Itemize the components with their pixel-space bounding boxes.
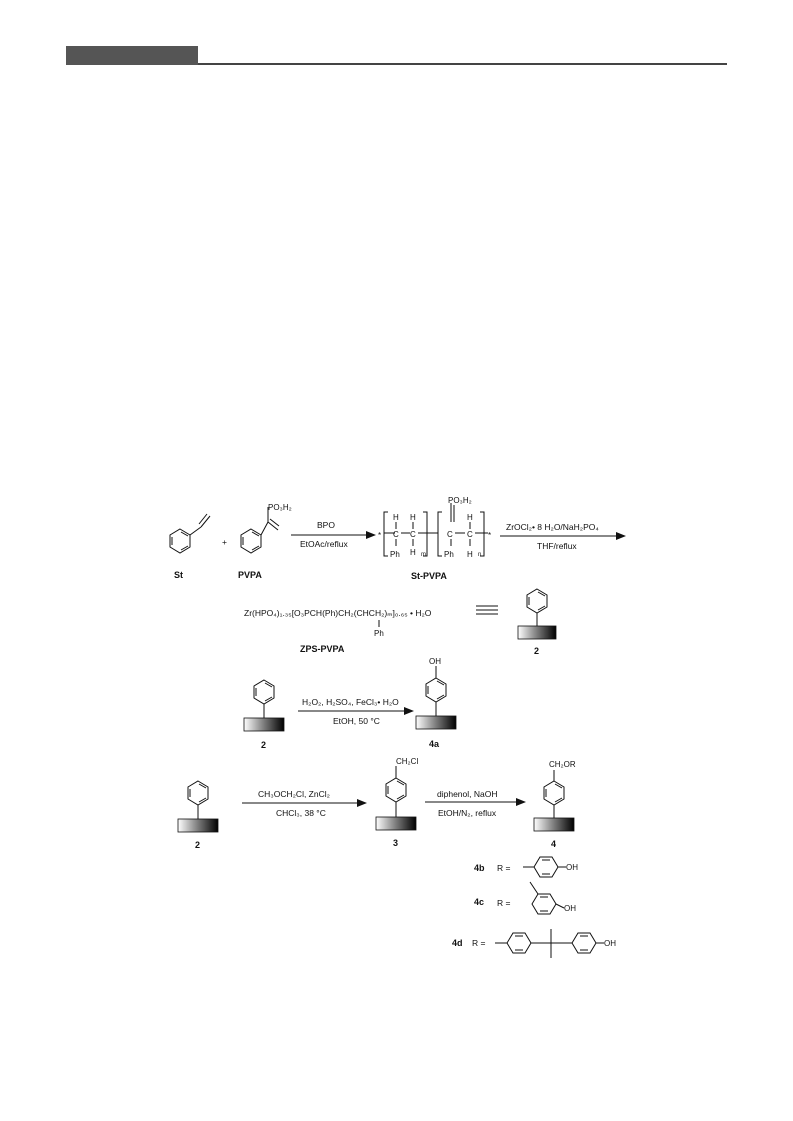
plus-sign: + [222,537,227,547]
reagent-2-top: ZrOCl₂• 8 H₂O/NaH₂PO₄ [506,522,599,532]
label-pvpa: PVPA [238,570,262,580]
label-2-a: 2 [534,646,539,656]
label-2-c: 2 [195,840,200,850]
svg-text:*: * [378,531,381,540]
svg-text:Ph: Ph [444,550,454,559]
svg-text:H: H [410,548,416,557]
reagent-1-top: BPO [317,520,335,530]
pvpa-po3h2: PO₃H₂ [268,503,292,512]
svg-text:m: m [421,552,426,558]
label-st: St [174,570,183,580]
reagent-4-top: CH₃OCH₂Cl, ZnCl₂ [258,789,330,799]
svg-text:*: * [488,531,491,540]
header-block [66,46,198,65]
compound-4-ch2or: CH₂OR [549,760,576,769]
svg-text:Ph: Ph [390,550,400,559]
compound-2-structure-c [177,780,219,833]
compound-3-structure [375,766,417,831]
label-st-pvpa: St-PVPA [411,571,447,581]
svg-text:H: H [410,513,416,522]
r-group-4d [495,929,604,958]
compound-2-structure-a [517,588,557,640]
reagent-2-bottom: THF/reflux [537,541,577,551]
svg-text:PO₃H₂: PO₃H₂ [448,496,472,505]
compound-4a-oh: OH [429,657,441,666]
equivalence-sign [476,605,498,615]
label-4c: 4c [474,897,484,907]
compound-4a-structure [415,666,457,730]
r-4c-oh: OH [564,904,576,913]
svg-text:C: C [467,530,473,539]
label-4: 4 [551,839,556,849]
reagent-4-bottom: CHCl₃, 38 °C [276,808,326,818]
header-rule [198,63,727,65]
zps-ph: Ph [374,629,384,638]
label-4d: 4d [452,938,463,948]
compound-3-ch2cl: CH₂Cl [396,757,418,766]
reagent-1-bottom: EtOAc/reflux [300,539,348,549]
zps-pvpa-formula: Zr(HPO₄)₁.₃₅[O₃PCH(Ph)CH₂(CHCH₂)ₘ]₀.₆₅ •… [244,608,432,618]
reagent-5-top: diphenol, NaOH [437,789,497,799]
svg-text:H: H [467,513,473,522]
r-4d-oh: OH [604,939,616,948]
label-zps-pvpa: ZPS-PVPA [300,644,345,654]
label-3: 3 [393,838,398,848]
r-group-4c [529,881,565,915]
r-group-4b [523,856,566,878]
label-4a: 4a [429,739,440,749]
svg-text:C: C [393,530,399,539]
svg-text:H: H [467,550,473,559]
styrene-structure [169,513,211,554]
svg-text:n: n [478,552,481,558]
label-4b: 4b [474,863,485,873]
label-2-b: 2 [261,740,266,750]
svg-text:C: C [447,530,453,539]
svg-text:H: H [393,513,399,522]
svg-text:C: C [410,530,416,539]
r-eq-4c: R = [497,898,511,908]
r-eq-4d: R = [472,938,486,948]
st-pvpa-structure: * H C H C Ph H m C PO₃H₂ H C Ph H n * [378,496,491,559]
pvpa-structure [240,507,280,554]
reagent-3-top: H₂O₂, H₂SO₄, FeCl₃• H₂O [302,697,399,707]
r-eq-4b: R = [497,863,511,873]
compound-2-structure-b [243,679,285,732]
compound-4-structure [533,770,575,832]
reagent-3-bottom: EtOH, 50 °C [333,716,380,726]
reagent-5-bottom: EtOH/N₂, reflux [438,808,497,818]
r-4b-oh: OH [566,863,578,872]
